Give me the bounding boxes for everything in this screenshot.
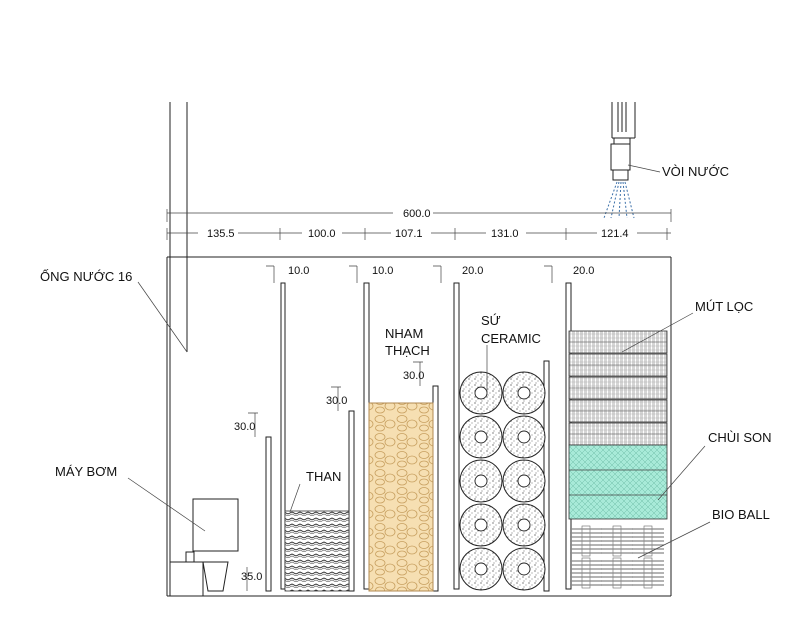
pump [169, 498, 239, 597]
label-lava-rock-line2: THẠCH [385, 343, 430, 358]
label-ceramic-line2: CERAMIC [481, 331, 541, 346]
dim-height-wall3: 30.0 [403, 370, 424, 382]
bio-ball [632, 525, 664, 557]
dim-height-wall1: 30.0 [234, 421, 255, 433]
ceramic-ring [459, 503, 503, 547]
dim-height-wall2: 30.0 [326, 395, 347, 407]
dim-gap-3: 20.0 [462, 265, 483, 277]
dim-seg-2: 100.0 [308, 228, 336, 240]
ceramic-ring [459, 547, 503, 591]
label-scrubber: CHÙI SON [708, 430, 772, 445]
bio-ball [601, 557, 633, 589]
dim-gap-2: 10.0 [372, 265, 393, 277]
label-pipe: ỐNG NƯỚC 16 [40, 269, 132, 284]
bio-ball [632, 557, 664, 589]
dim-seg-5: 121.4 [601, 228, 629, 240]
leader-lines [127, 164, 711, 559]
label-lava-rock-line1: NHAM [385, 326, 423, 341]
bio-ball [570, 525, 602, 557]
ceramic-ring [502, 415, 546, 459]
ceramic-ring [502, 459, 546, 503]
label-charcoal: THAN [306, 469, 341, 484]
ceramic-ring [502, 371, 546, 415]
label-ceramic-line1: SỨ [481, 313, 501, 328]
dim-seg-3: 107.1 [395, 228, 423, 240]
tank-outline [166, 256, 672, 597]
dimension-lines [166, 207, 672, 240]
dim-total: 600.0 [403, 208, 431, 220]
label-bio-ball: BIO BALL [712, 507, 770, 522]
foam-block [568, 376, 668, 400]
ceramic-rings [459, 371, 546, 591]
scrubber-media [568, 444, 668, 520]
water-pipe [169, 102, 188, 562]
dim-seg-4: 131.0 [491, 228, 519, 240]
charcoal-media [284, 510, 350, 592]
label-foam: MÚT LỌC [695, 299, 753, 314]
bio-balls [570, 525, 664, 589]
gap-dimensions [246, 265, 553, 591]
dim-height-pump-outlet: 35.0 [241, 571, 262, 583]
foam-block [568, 353, 668, 377]
dim-gap-1: 10.0 [288, 265, 309, 277]
ceramic-ring [459, 459, 503, 503]
filter-foam [568, 330, 668, 446]
ceramic-ring [459, 415, 503, 459]
bio-ball [570, 557, 602, 589]
dim-gap-4: 20.0 [573, 265, 594, 277]
ceramic-ring [502, 503, 546, 547]
label-faucet: VÒI NƯỚC [662, 164, 729, 179]
foam-block [568, 330, 668, 354]
label-pump: MÁY BƠM [55, 464, 117, 479]
bio-ball [601, 525, 633, 557]
foam-block [568, 422, 668, 446]
faucet-spray [603, 181, 635, 219]
ceramic-ring [459, 371, 503, 415]
dim-seg-1: 135.5 [207, 228, 235, 240]
ceramic-ring [502, 547, 546, 591]
faucet [603, 102, 636, 219]
foam-block [568, 399, 668, 423]
lava-rock-media [368, 402, 434, 592]
